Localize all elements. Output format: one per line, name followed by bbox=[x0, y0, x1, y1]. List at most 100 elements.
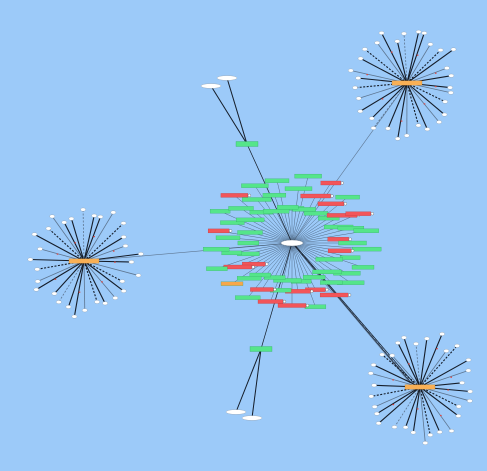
hub-left-leaf[interactable] bbox=[45, 226, 52, 231]
central-node[interactable] bbox=[236, 217, 265, 223]
hub-top-right-leaf[interactable] bbox=[421, 31, 428, 35]
central-node-red[interactable] bbox=[300, 193, 331, 199]
hub-left-leaf[interactable] bbox=[97, 214, 104, 219]
hub-top-right-leaf[interactable] bbox=[355, 96, 362, 101]
central-node[interactable] bbox=[353, 228, 379, 233]
hub-left-leaf[interactable] bbox=[68, 216, 75, 221]
central-node-red[interactable] bbox=[207, 228, 230, 234]
hub-bottom-right-leaf[interactable] bbox=[467, 389, 473, 394]
hub-bottom-right-leaf[interactable] bbox=[368, 371, 374, 376]
hub-top-right-leaf[interactable] bbox=[427, 42, 434, 47]
hub-top-right-leaf[interactable] bbox=[374, 40, 380, 45]
central-node[interactable] bbox=[215, 235, 241, 240]
central-node[interactable] bbox=[235, 295, 261, 300]
hub-top-right[interactable] bbox=[391, 80, 423, 86]
hub-left-leaf[interactable] bbox=[65, 305, 72, 309]
central-node[interactable] bbox=[203, 247, 230, 252]
hub-top-right-leaf[interactable] bbox=[424, 127, 431, 132]
hub-bottom-right-leaf[interactable] bbox=[410, 430, 417, 435]
hub-top-right-leaf[interactable] bbox=[404, 133, 410, 138]
central-node[interactable] bbox=[237, 276, 262, 281]
central-node[interactable] bbox=[303, 211, 329, 216]
hub-top-right-leaf[interactable] bbox=[355, 76, 361, 80]
hub-left-leaf[interactable] bbox=[27, 257, 34, 262]
central-node[interactable] bbox=[206, 266, 228, 271]
central-node[interactable] bbox=[264, 178, 290, 183]
central-node[interactable] bbox=[315, 257, 343, 262]
hub-top-right-leaf[interactable] bbox=[378, 31, 385, 35]
hub-bottom-right-leaf[interactable] bbox=[371, 383, 377, 388]
central-node[interactable] bbox=[262, 193, 287, 198]
hub-bottom-right-leaf[interactable] bbox=[424, 336, 430, 341]
central-node-red[interactable] bbox=[317, 201, 345, 206]
branch-top-connector[interactable] bbox=[235, 141, 259, 147]
hub-left-leaf[interactable] bbox=[120, 289, 127, 293]
hub-top-right-leaf[interactable] bbox=[436, 120, 442, 124]
hub-top-right-leaf[interactable] bbox=[415, 29, 422, 34]
hub-left-leaf[interactable] bbox=[34, 279, 41, 284]
hub-left-leaf[interactable] bbox=[102, 301, 108, 306]
hub-top-right-leaf[interactable] bbox=[447, 85, 453, 90]
central-node-red[interactable] bbox=[327, 248, 352, 253]
hub-top-right-leaf[interactable] bbox=[450, 47, 457, 52]
central-node[interactable] bbox=[335, 194, 360, 200]
hub-top-right-leaf[interactable] bbox=[385, 126, 391, 131]
hub-left-leaf[interactable] bbox=[110, 210, 117, 215]
hub-bottom-right-leaf[interactable] bbox=[413, 341, 419, 346]
hub-left-leaf[interactable] bbox=[34, 267, 40, 272]
central-node[interactable] bbox=[241, 183, 269, 188]
central-node-red[interactable] bbox=[327, 237, 349, 242]
hub-bottom-right-leaf[interactable] bbox=[459, 380, 465, 385]
central-node[interactable] bbox=[228, 206, 254, 211]
hub-left-leaf[interactable] bbox=[31, 232, 38, 237]
hub-bottom-right-leaf[interactable] bbox=[436, 430, 443, 434]
central-node[interactable] bbox=[294, 173, 322, 179]
hub-bottom-right-leaf[interactable] bbox=[465, 368, 472, 373]
central-node[interactable] bbox=[221, 250, 242, 256]
central-node[interactable] bbox=[337, 226, 365, 231]
branch-bottom-connector[interactable] bbox=[249, 346, 273, 352]
hub-bottom-right-leaf[interactable] bbox=[467, 399, 473, 403]
hub-bottom-right-leaf[interactable] bbox=[368, 394, 374, 399]
hub-top-right-leaf[interactable] bbox=[437, 48, 444, 52]
central-node[interactable] bbox=[320, 280, 343, 285]
hub-left-leaf[interactable] bbox=[37, 247, 43, 251]
central-node-red[interactable] bbox=[345, 211, 371, 216]
hub-left-leaf[interactable] bbox=[82, 308, 88, 313]
hub-top-right-leaf[interactable] bbox=[415, 123, 422, 128]
central-node[interactable] bbox=[339, 255, 361, 260]
hub-bottom-right-leaf[interactable] bbox=[395, 341, 401, 345]
hub-bottom-right[interactable] bbox=[404, 384, 436, 390]
central-node[interactable] bbox=[352, 246, 382, 252]
central-node-red[interactable] bbox=[223, 264, 252, 270]
central-node-red[interactable] bbox=[220, 193, 249, 198]
hub-bottom-right-leaf[interactable] bbox=[391, 425, 398, 429]
central-node[interactable] bbox=[220, 281, 244, 286]
hub-bottom-right-leaf[interactable] bbox=[465, 358, 472, 362]
hub-top-right-leaf[interactable] bbox=[348, 68, 354, 73]
central-node[interactable] bbox=[302, 275, 326, 280]
central-node[interactable] bbox=[277, 205, 299, 210]
hub-bottom-right-leaf[interactable] bbox=[427, 433, 434, 437]
hub-bottom-right-leaf[interactable] bbox=[448, 429, 455, 433]
hub-bottom-right-leaf[interactable] bbox=[401, 335, 407, 340]
central-node-red[interactable] bbox=[319, 292, 349, 298]
hub-bottom-right-leaf[interactable] bbox=[370, 363, 377, 367]
branch-top-leaf[interactable] bbox=[200, 83, 222, 89]
hub-left-leaf[interactable] bbox=[61, 220, 67, 225]
central-node[interactable] bbox=[237, 230, 263, 235]
hub-bottom-right-leaf[interactable] bbox=[455, 414, 462, 418]
central-node[interactable] bbox=[209, 209, 231, 214]
hub-left-leaf[interactable] bbox=[138, 252, 144, 256]
hub-left-leaf[interactable] bbox=[71, 314, 78, 319]
hub-bottom-right-leaf[interactable] bbox=[439, 332, 445, 336]
hub-left-leaf[interactable] bbox=[120, 221, 127, 226]
central-node[interactable] bbox=[237, 240, 260, 246]
hub-left-leaf[interactable] bbox=[119, 279, 126, 284]
hub-left-leaf[interactable] bbox=[91, 213, 97, 218]
hub-left-leaf[interactable] bbox=[135, 273, 142, 278]
hub-bottom-right-leaf[interactable] bbox=[379, 352, 385, 357]
hub-bottom-right-leaf[interactable] bbox=[374, 411, 380, 416]
central-node[interactable] bbox=[312, 269, 342, 275]
central-node[interactable] bbox=[273, 278, 302, 283]
